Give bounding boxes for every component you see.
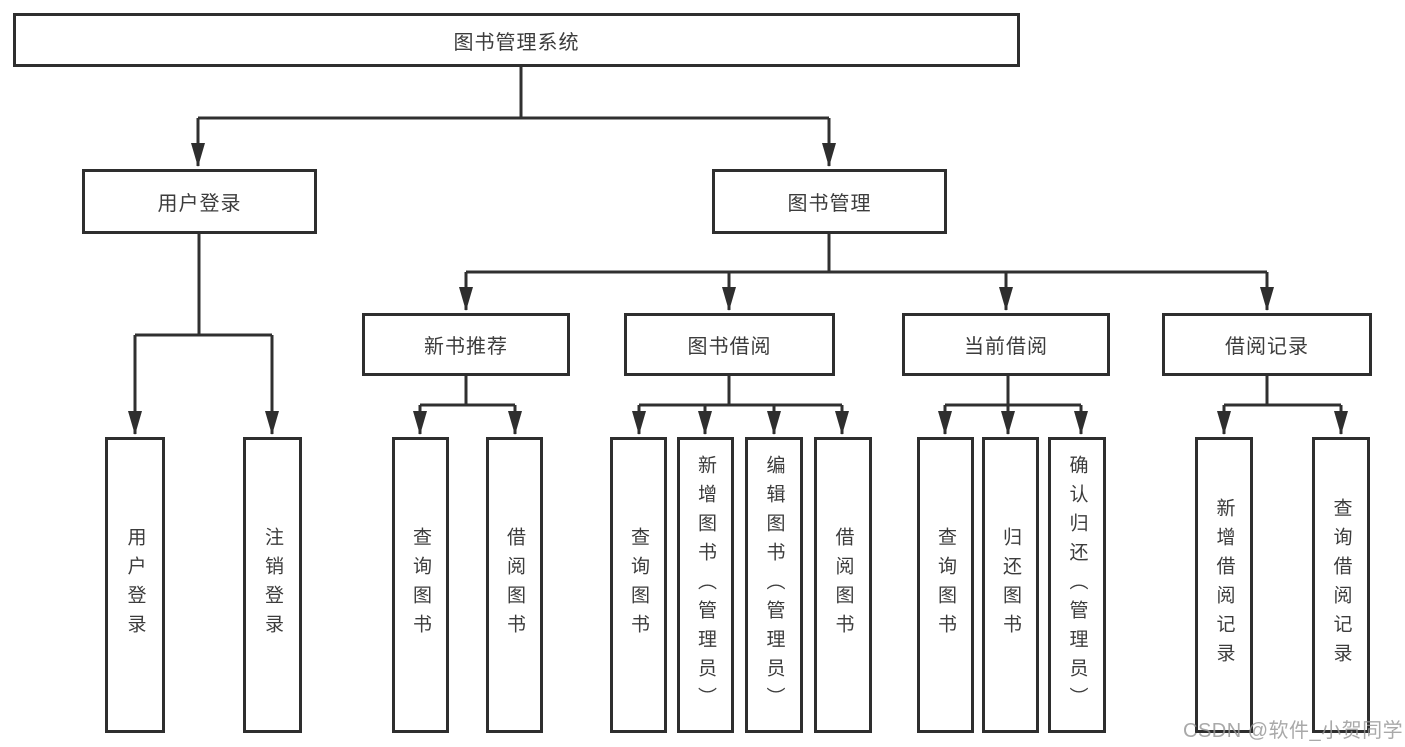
- leaf-label: 注销登录: [262, 527, 283, 643]
- node-label: 图书借阅: [687, 336, 772, 358]
- leaf-borrow-books: 借阅图书: [814, 437, 872, 733]
- node-label: 图书管理系统: [453, 31, 580, 54]
- node-label: 借阅记录: [1225, 336, 1309, 358]
- node-user-login: 用户登录: [82, 169, 317, 234]
- leaf-add-books-admin: 新增图书（管理员）: [677, 437, 734, 733]
- leaf-borrow-books-recommend: 借阅图书: [486, 437, 543, 733]
- node-book-management: 图书管理: [712, 169, 947, 234]
- leaf-label: 查询图书: [628, 527, 649, 643]
- leaf-label: 查询图书: [410, 527, 431, 643]
- leaf-query-books-recommend: 查询图书: [392, 437, 449, 733]
- watermark: CSDN @软件_小贺同学: [1183, 720, 1404, 742]
- node-library-management-system: 图书管理系统: [13, 13, 1020, 67]
- leaf-logout: 注销登录: [243, 437, 302, 733]
- node-book-borrow: 图书借阅: [624, 313, 835, 376]
- leaf-label: 新增借阅记录: [1213, 498, 1235, 672]
- leaf-label: 查询借阅记录: [1330, 498, 1352, 672]
- leaf-query-books-current: 查询图书: [917, 437, 974, 733]
- leaf-user-login: 用户登录: [105, 437, 165, 733]
- leaf-label: 借阅图书: [832, 527, 854, 643]
- node-current-borrow: 当前借阅: [902, 313, 1110, 376]
- leaf-label: 编辑图书（管理员）: [763, 454, 785, 716]
- leaf-label: 查询图书: [935, 527, 956, 643]
- node-borrow-records: 借阅记录: [1162, 313, 1372, 376]
- leaf-query-borrow-record: 查询借阅记录: [1312, 437, 1370, 733]
- leaf-label: 新增图书（管理员）: [695, 454, 716, 716]
- leaf-query-books-borrow: 查询图书: [610, 437, 667, 733]
- leaf-label: 借阅图书: [504, 527, 525, 643]
- leaf-confirm-return-admin: 确认归还（管理员）: [1048, 437, 1106, 733]
- node-label: 新书推荐: [424, 336, 508, 358]
- leaf-label: 用户登录: [124, 527, 146, 643]
- leaf-edit-books-admin: 编辑图书（管理员）: [745, 437, 803, 733]
- node-new-book-recommend: 新书推荐: [362, 313, 570, 376]
- leaf-add-borrow-record: 新增借阅记录: [1195, 437, 1253, 733]
- leaf-label: 归还图书: [1000, 527, 1021, 643]
- node-label: 图书管理: [787, 193, 872, 215]
- leaf-return-books: 归还图书: [982, 437, 1039, 733]
- leaf-label: 确认归还（管理员）: [1066, 454, 1088, 716]
- node-label: 用户登录: [157, 193, 242, 215]
- node-label: 当前借阅: [964, 336, 1048, 358]
